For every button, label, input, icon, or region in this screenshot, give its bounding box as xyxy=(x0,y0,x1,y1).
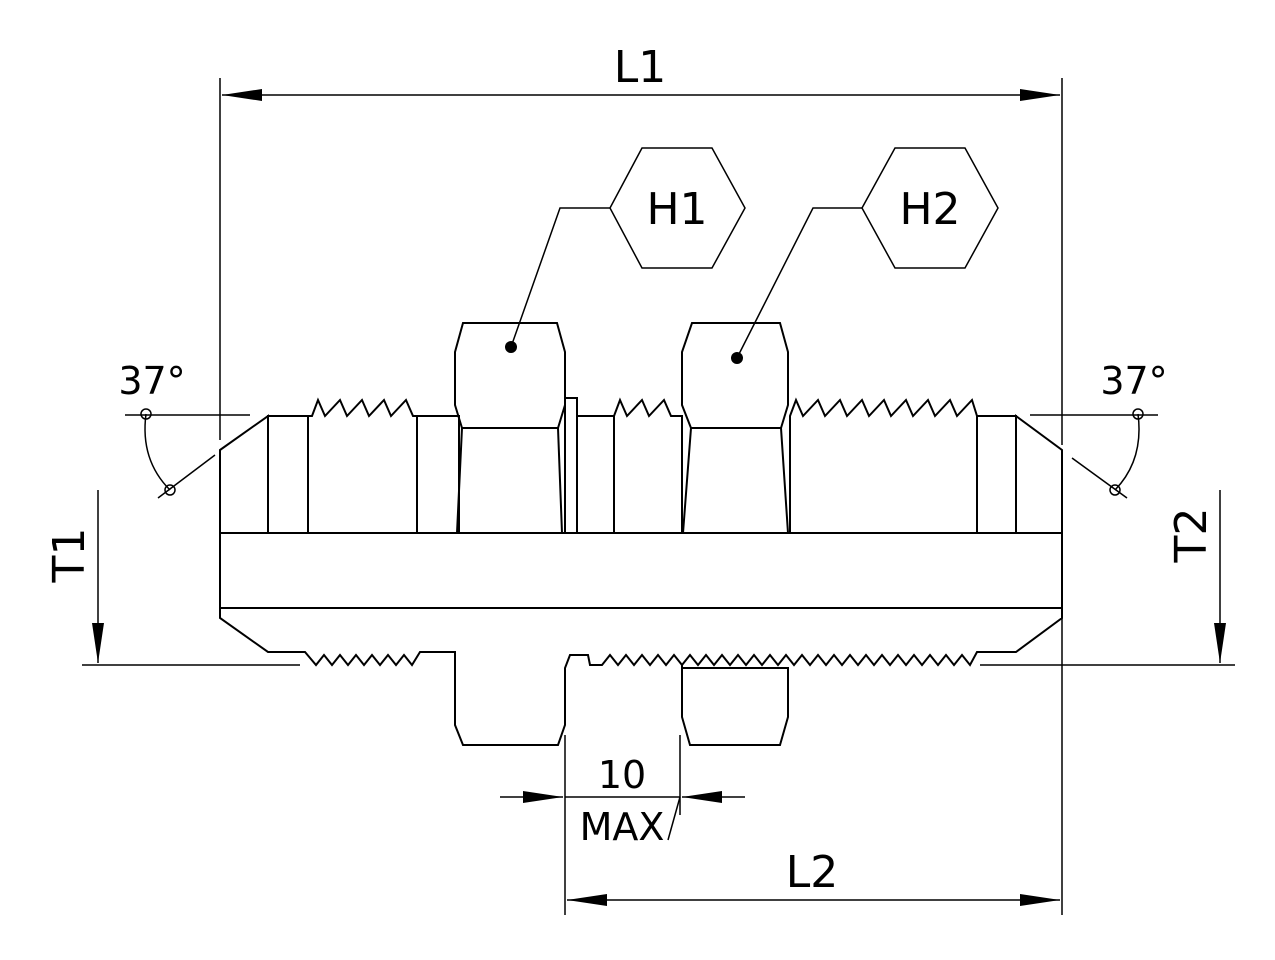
right-thread xyxy=(789,397,978,534)
center-shank xyxy=(576,415,615,534)
label-h2: H2 xyxy=(899,184,960,235)
label-max: MAX xyxy=(580,805,665,849)
groove xyxy=(564,397,578,534)
callout-h2: H2 xyxy=(731,147,999,364)
left-shank xyxy=(416,415,460,534)
dimension-l1: L1 xyxy=(219,42,1063,445)
label-t2: T2 xyxy=(1166,508,1217,564)
hex-h2-lower xyxy=(681,427,790,534)
left-flare-cone xyxy=(219,414,269,534)
label-h1: H1 xyxy=(646,184,707,235)
left-seat xyxy=(267,415,309,534)
hex-h1 xyxy=(454,322,566,429)
angle-right: 37° xyxy=(1030,359,1168,499)
bore xyxy=(219,532,1063,609)
hex-h2 xyxy=(681,322,789,429)
dimension-t1: T1 xyxy=(44,490,300,666)
middle-thread xyxy=(613,397,683,534)
label-t1: T1 xyxy=(44,528,95,584)
fitting-upper-view xyxy=(219,322,1063,609)
right-flare-cone xyxy=(1015,414,1063,534)
right-seat xyxy=(976,415,1017,534)
label-angle-left: 37° xyxy=(118,359,185,403)
dimension-panel-thickness: 10 MAX xyxy=(500,735,745,915)
angle-left: 37° xyxy=(118,359,250,499)
section-body xyxy=(219,607,1063,746)
label-angle-right: 37° xyxy=(1100,359,1167,403)
hex-h1-lower xyxy=(455,427,564,534)
dimension-t2: T2 xyxy=(980,490,1235,915)
left-thread xyxy=(307,397,418,534)
label-l1: L1 xyxy=(614,42,667,93)
dimension-l2: L2 xyxy=(567,847,1060,906)
label-l2: L2 xyxy=(786,847,839,898)
callout-h1: H1 xyxy=(505,147,746,353)
label-10: 10 xyxy=(598,753,646,797)
fitting-section-view xyxy=(219,607,1063,746)
